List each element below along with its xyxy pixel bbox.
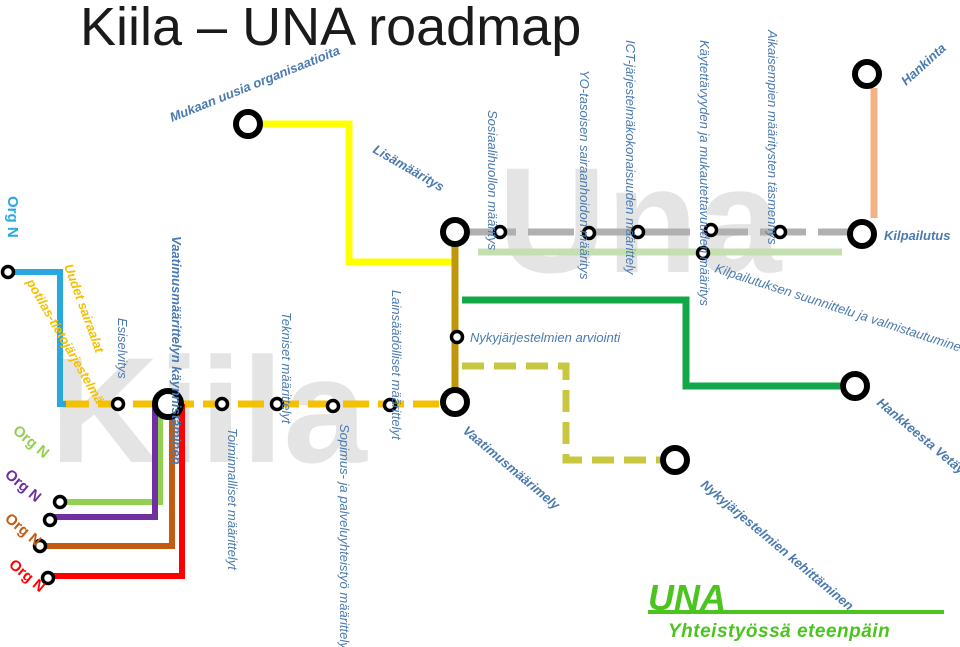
watermark-kiila: Kiila [50, 326, 368, 494]
org-stop-blue[interactable] [0, 264, 16, 280]
label-sosiaalihuollon: Sosiaalihuollon määritys [485, 110, 500, 251]
label-lainsaadolliset: Lainsäädölliset määrittelyt [389, 290, 404, 441]
org-label-brown: Org N [1, 510, 44, 550]
stop-aikaisempien[interactable] [772, 224, 788, 240]
label-vaatimusmaarittelyn-kaynnistaminen: Vaatimusmäärittelyn käynnistäminen [169, 236, 184, 465]
station-lisamaaritys[interactable] [440, 217, 470, 247]
page-title: Kiila – UNA roadmap [80, 0, 581, 57]
olive-dashed-line [462, 362, 660, 464]
label-tekniset: Tekniset määrittelyt [279, 312, 294, 425]
org-stop-purple[interactable] [42, 512, 58, 528]
station-hankinta[interactable] [852, 59, 882, 89]
org-stop-lime[interactable] [52, 494, 68, 510]
station-mukaan-uusia[interactable] [233, 109, 263, 139]
major-stations [152, 59, 882, 475]
yellow-line [248, 120, 455, 266]
label-ict: ICT-järjestelmäkokonaisuuden määrittely [623, 40, 638, 276]
station-vaatimusmaaritely[interactable] [440, 387, 470, 417]
label-kilpailutuksen: Kilpailutuksen suunnittelu ja valmistaut… [713, 261, 960, 357]
station-kilpailutus[interactable] [847, 219, 877, 249]
label-lisamaaritys: Lisämääritys [371, 142, 447, 195]
watermark-una: Una [498, 136, 783, 304]
station-vaatimusmaarittelyn-kaynnistaminen[interactable] [152, 388, 184, 420]
stop-ict[interactable] [630, 224, 646, 240]
label-aikaisempien: Aikaisempien määritysten täsmennys [765, 29, 780, 245]
green-line [462, 296, 840, 390]
label-esiselvitys: Esiselvitys [115, 318, 130, 379]
org-label-purple: Org N [1, 466, 44, 506]
stop-kilpailutuksen[interactable] [695, 245, 711, 261]
org-label-blue: Org N [4, 196, 21, 238]
label-nykyjarjestelmien-arviointi: Nykyjärjestelmien arviointi [470, 330, 621, 345]
una-tagline: Yhteistyössä eteenpäin [668, 621, 890, 642]
stop-nykyjarjestelmien-arviointi[interactable] [449, 329, 465, 345]
label-yo-tasoisen: YO-tasoisen sairaanhoidon määritys [577, 70, 592, 280]
stop-esiselvitys[interactable] [110, 396, 126, 412]
label-sopimus: Sopimus- ja palveluyhteistyö määrittelyt [337, 424, 352, 647]
purple-line [50, 404, 158, 520]
label-vaatimusmaaritely: Vaatimusmäärітely [460, 423, 563, 513]
minor-stops [0, 222, 788, 586]
label-hankinta: Hankinta [898, 40, 949, 88]
label-toiminnalliset: Toiminnalliset määrittelyt [225, 428, 240, 571]
station-nykyjarjestelmien-kehittaminen[interactable] [660, 445, 690, 475]
una-logo: UNA Yhteistyössä eteenpäin [648, 577, 944, 642]
blue-line [8, 269, 66, 407]
label-kaytettavyyden: Käytettävyyden ja mukautettavuuden määri… [697, 40, 712, 306]
org-label-lime: Org N [9, 422, 52, 462]
red-line [48, 404, 185, 579]
stop-tekniset[interactable] [269, 396, 285, 412]
stop-sopimus[interactable] [325, 398, 341, 414]
label-kilpailutus: Kilpailutus [884, 228, 950, 243]
label-hankkeesta: Hankkeesta Vetäytyminen [874, 395, 960, 509]
org-stop-red[interactable] [40, 570, 56, 586]
stop-yo-tasoisen[interactable] [581, 225, 597, 241]
stop-kaytettavyyden[interactable] [703, 222, 719, 238]
brown-line [40, 404, 175, 549]
stop-toiminnalliset[interactable] [214, 396, 230, 412]
stop-sosiaalihuollon[interactable] [492, 224, 508, 240]
lime-line [60, 404, 163, 505]
org-stop-brown[interactable] [32, 538, 48, 554]
station-hankkeesta-vetaytyminen[interactable] [840, 371, 870, 401]
stop-lainsaadolliset[interactable] [382, 397, 398, 413]
